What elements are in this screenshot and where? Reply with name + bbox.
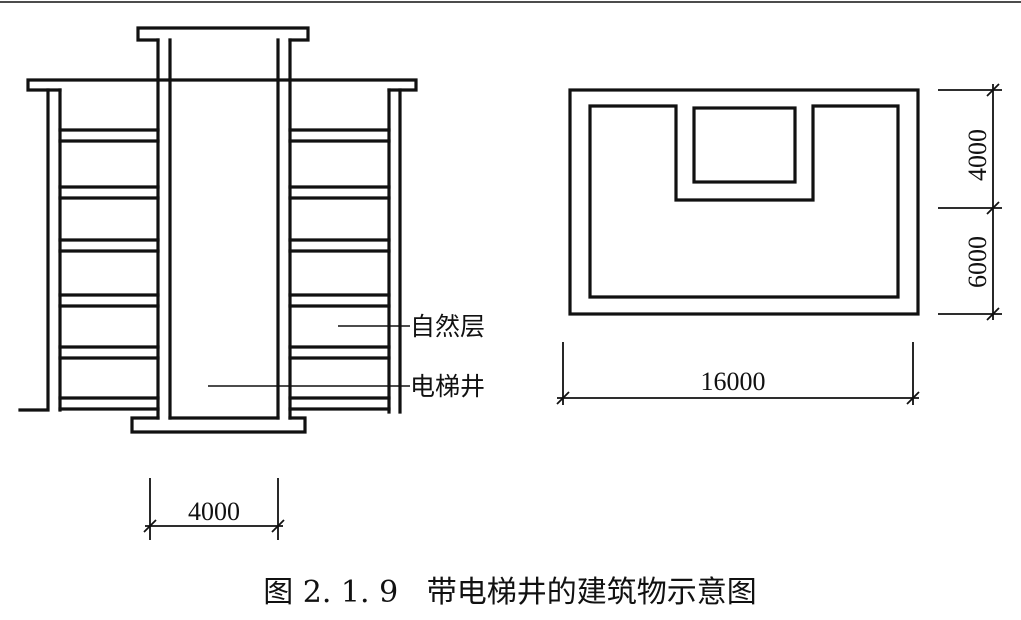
dim-text-plan-top: 4000 xyxy=(963,129,992,181)
dim-tick xyxy=(986,307,1000,321)
plan-elevator-shaft xyxy=(692,106,797,184)
dim-tick xyxy=(986,83,1000,97)
dim-text-shaft-width: 4000 xyxy=(188,497,240,526)
plan-inner-outline xyxy=(588,104,900,299)
floor-slab xyxy=(58,396,160,411)
floor-slab xyxy=(288,293,391,308)
label-natural-floor: 自然层 xyxy=(410,312,485,341)
floor-slab xyxy=(58,293,160,308)
floor-slabs-left xyxy=(58,128,160,411)
label-elevator-shaft: 电梯井 xyxy=(410,372,485,401)
dim-tick xyxy=(986,201,1000,215)
elevation-view: 自然层 电梯井 4000 xyxy=(18,26,485,540)
figure-caption: 图 2. 1. 9 带电梯井的建筑物示意图 xyxy=(263,575,757,610)
floor-slabs-right xyxy=(288,128,391,411)
floor-slab xyxy=(58,345,160,360)
floor-slab xyxy=(288,238,391,253)
dim-tick xyxy=(271,519,285,533)
floor-slab xyxy=(288,396,391,411)
floor-slab xyxy=(58,185,160,200)
shaft-width-dimension: 4000 xyxy=(143,478,285,540)
dim-tick xyxy=(556,391,570,405)
floor-slab xyxy=(58,128,160,143)
floor-slab xyxy=(288,185,391,200)
floor-slab xyxy=(58,238,160,253)
dim-tick xyxy=(143,519,157,533)
shaft-bottom-cap xyxy=(130,416,307,434)
plan-height-dimension: 4000 6000 xyxy=(938,83,1002,321)
right-outer-wall xyxy=(387,88,402,414)
roof-slab xyxy=(26,78,418,92)
dim-text-plan-width: 16000 xyxy=(701,367,766,396)
shaft-top-cap xyxy=(136,26,310,42)
dim-text-plan-bottom: 6000 xyxy=(963,236,992,288)
left-outer-wall xyxy=(18,88,62,412)
floor-slab xyxy=(288,345,391,360)
dim-tick xyxy=(906,391,920,405)
plan-width-dimension: 16000 xyxy=(556,342,920,405)
floor-slab xyxy=(288,128,391,143)
plan-view: 4000 6000 16000 xyxy=(556,83,1002,405)
plan-outer-wall xyxy=(568,88,920,316)
